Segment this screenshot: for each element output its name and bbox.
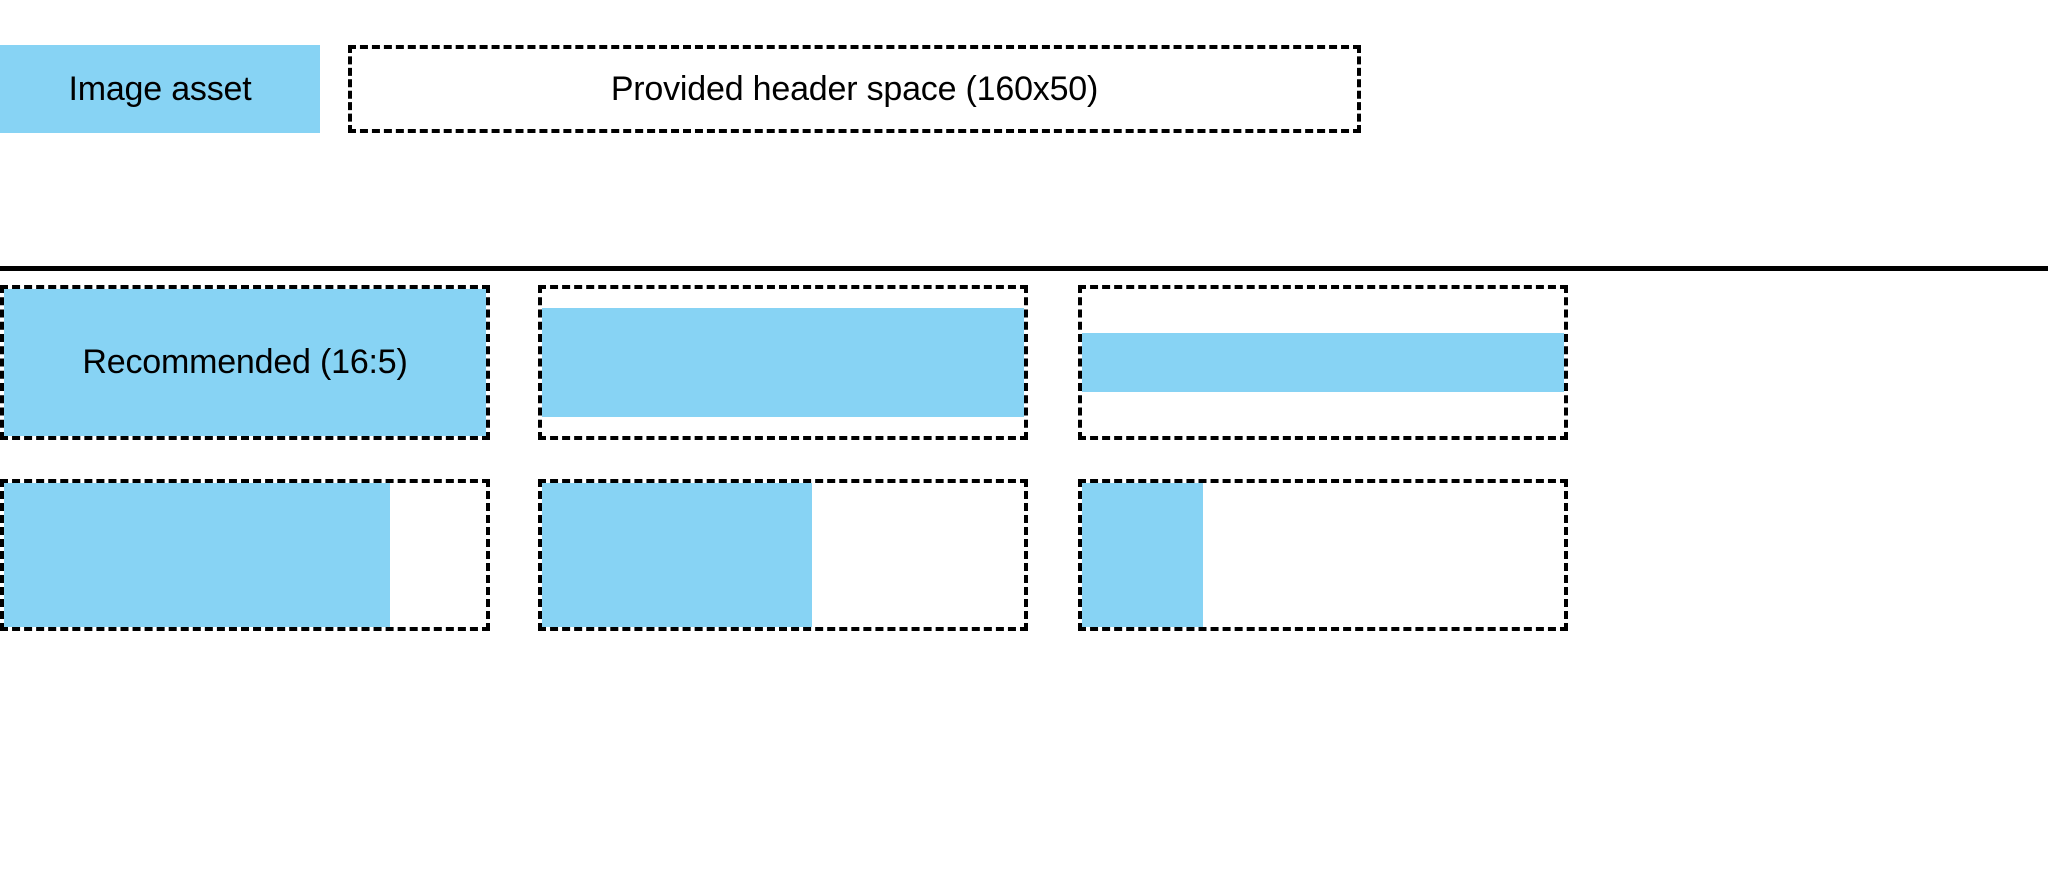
header-band: Image asset Provided header space (160x5… bbox=[0, 45, 2048, 133]
ratio-cell-recommended: Recommended (16:5) bbox=[0, 285, 490, 440]
ratio-row-2 bbox=[0, 479, 2048, 631]
ratio-cell-medium-fill bbox=[538, 479, 1028, 631]
asset-fill bbox=[4, 483, 390, 627]
ratio-cell-shorter-fill bbox=[538, 285, 1028, 440]
provided-header-space-label: Provided header space (160x50) bbox=[610, 70, 1099, 108]
asset-fill bbox=[4, 289, 486, 436]
asset-fill bbox=[542, 308, 1024, 417]
ratio-cell-thin-band-fill bbox=[1078, 285, 1568, 440]
asset-fill bbox=[1082, 333, 1564, 392]
section-divider bbox=[0, 266, 2048, 271]
ratio-row-1: Recommended (16:5) bbox=[0, 285, 2048, 440]
ratio-cell-wide-fill bbox=[0, 479, 490, 631]
provided-header-space-box: Provided header space (160x50) bbox=[348, 45, 1361, 133]
image-asset-label: Image asset bbox=[68, 70, 252, 108]
ratio-cell-narrow-fill bbox=[1078, 479, 1568, 631]
asset-fill bbox=[542, 483, 812, 627]
image-asset-swatch: Image asset bbox=[0, 45, 320, 133]
asset-fill bbox=[1082, 483, 1203, 627]
